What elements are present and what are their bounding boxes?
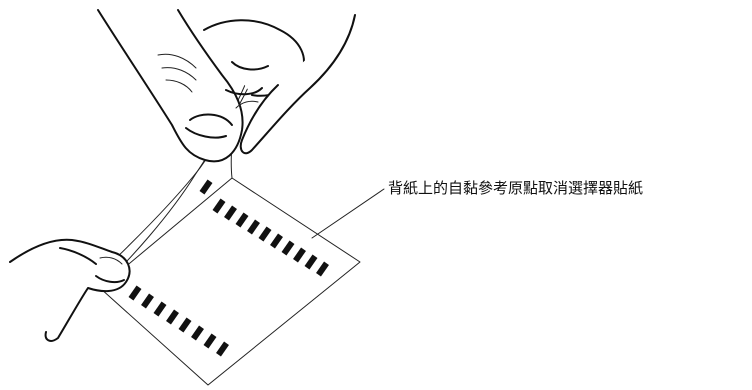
sticker-mark — [212, 198, 226, 214]
sticker-mark — [316, 261, 329, 277]
sticker-mark — [281, 240, 295, 256]
sticker-mark — [153, 301, 167, 317]
sticker-mark — [128, 285, 142, 301]
callout-leader-line — [311, 188, 385, 239]
callout-label: 背紙上的自黏參考原點取消選擇器貼紙 — [388, 179, 644, 197]
sticker-mark — [247, 219, 260, 235]
sticker-mark — [178, 317, 192, 333]
sticker-mark — [304, 254, 318, 270]
sticker-mark — [203, 333, 217, 349]
sticker-mark-row-bottom — [128, 285, 229, 357]
sticker-mark — [258, 226, 272, 242]
sticker-mark — [270, 233, 283, 249]
sticker-mark — [216, 341, 229, 357]
sticker-mark — [235, 212, 249, 228]
sticker-mark — [166, 309, 179, 325]
lower-hand — [9, 238, 131, 342]
sticker-mark-lifted — [199, 179, 213, 195]
sticker-mark — [191, 325, 204, 341]
sticker-mark — [141, 293, 154, 309]
sticker-mark — [224, 205, 237, 221]
sticker-mark-row-top — [212, 198, 329, 277]
upper-hand — [97, 9, 356, 163]
sticker-mark — [293, 247, 306, 263]
